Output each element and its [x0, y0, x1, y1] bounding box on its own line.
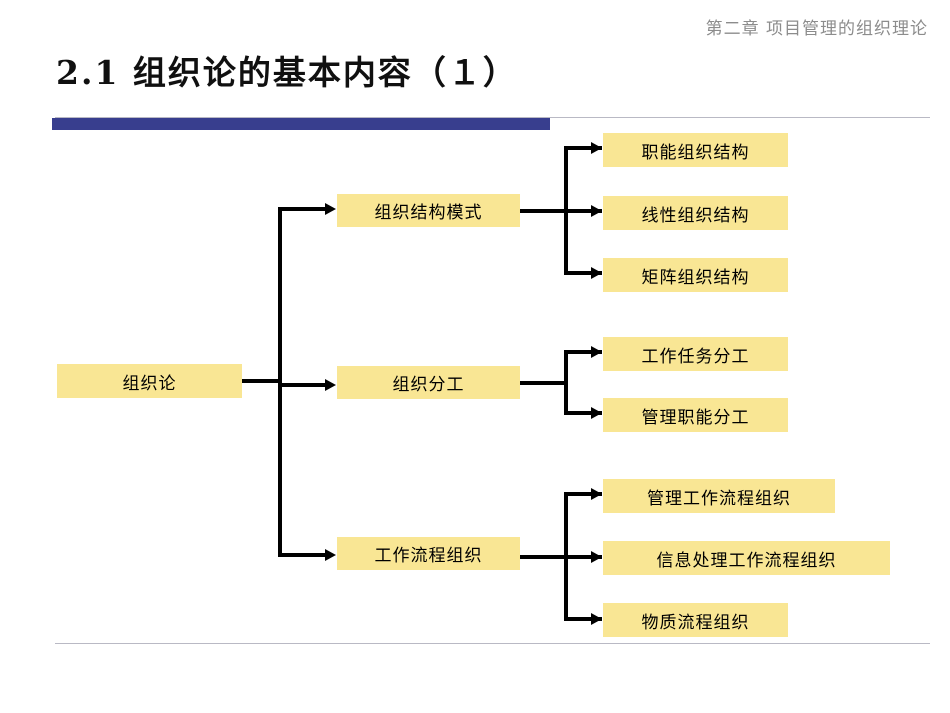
arrow-branch2 [325, 379, 336, 391]
connector-group3-child2 [564, 555, 602, 559]
connector-group1-child3 [564, 271, 602, 275]
connector-group3-child3 [564, 617, 602, 621]
arrow-branch3 [325, 549, 336, 561]
node-b1-child-1[interactable]: 职能组织结构 [603, 133, 788, 167]
connector-group1-child1 [564, 146, 602, 150]
node-b3-child-2[interactable]: 信息处理工作流程组织 [603, 541, 890, 575]
node-b2-child-1[interactable]: 工作任务分工 [603, 337, 788, 371]
connector-group1-child2 [564, 209, 602, 213]
connector-group2-child2 [564, 411, 602, 415]
arrow-group3-child3 [591, 613, 602, 625]
arrow-group2-child2 [591, 407, 602, 419]
connector-group1-stub [520, 209, 568, 213]
node-b1-child-2[interactable]: 线性组织结构 [603, 196, 788, 230]
connector-group2-trunk [564, 352, 568, 415]
arrow-group3-child1 [591, 488, 602, 500]
arrow-group3-child2 [591, 551, 602, 563]
node-b2-child-2[interactable]: 管理职能分工 [603, 398, 788, 432]
connector-branch2-horizontal [278, 383, 326, 387]
node-branch-1[interactable]: 组织结构模式 [337, 194, 520, 227]
node-b3-child-3[interactable]: 物质流程组织 [603, 603, 788, 637]
node-root[interactable]: 组织论 [57, 364, 242, 398]
connector-group3-stub [520, 555, 568, 559]
arrow-branch1 [325, 203, 336, 215]
connector-group2-stub [520, 381, 568, 385]
node-branch-3[interactable]: 工作流程组织 [337, 537, 520, 570]
connector-branch1-horizontal [278, 207, 326, 211]
connector-group2-child1 [564, 350, 602, 354]
page-title: 2.1 组织论的基本内容（１） [56, 53, 518, 92]
connector-branch3-horizontal [278, 553, 326, 557]
connector-group3-child1 [564, 492, 602, 496]
node-b1-child-3[interactable]: 矩阵组织结构 [603, 258, 788, 292]
connector-root-stub [242, 379, 282, 383]
title-accent-bar [52, 118, 550, 130]
arrow-group1-child1 [591, 142, 602, 154]
arrow-group2-child1 [591, 346, 602, 358]
chapter-header: 第二章 项目管理的组织理论 [705, 19, 928, 39]
title-divider-line [55, 117, 930, 118]
footer-divider-line [55, 643, 930, 644]
arrow-group1-child3 [591, 267, 602, 279]
node-branch-2[interactable]: 组织分工 [337, 366, 520, 399]
arrow-group1-child2 [591, 205, 602, 217]
node-b3-child-1[interactable]: 管理工作流程组织 [603, 479, 835, 513]
